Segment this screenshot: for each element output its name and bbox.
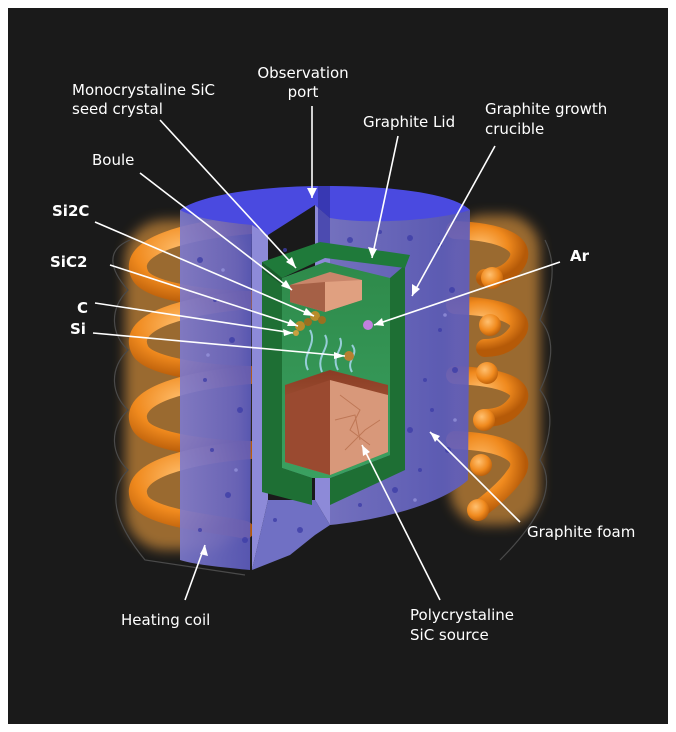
- label-graphite-foam: Graphite foam: [527, 523, 635, 541]
- label-observation-port: Observation: [257, 64, 348, 82]
- label-seed-crystal: Monocrystaline SiC: [72, 81, 215, 99]
- label-c: C: [77, 299, 88, 317]
- label-poly-source-2: SiC source: [410, 626, 489, 644]
- label-poly-source: Polycrystaline: [410, 606, 514, 624]
- label-si2c: Si2C: [52, 202, 89, 220]
- c-atom: [293, 330, 299, 336]
- label-si: Si: [70, 320, 86, 338]
- label-heating-coil: Heating coil: [121, 611, 210, 629]
- label-observation-port-2: port: [288, 83, 319, 101]
- label-ar: Ar: [570, 247, 590, 265]
- si-atom: [344, 351, 354, 361]
- label-growth-crucible-2: crucible: [485, 120, 544, 138]
- label-boule: Boule: [92, 151, 134, 169]
- label-seed-crystal-2: seed crystal: [72, 100, 163, 118]
- label-growth-crucible: Graphite growth: [485, 100, 607, 118]
- label-sic2: SiC2: [50, 253, 87, 271]
- label-graphite-lid: Graphite Lid: [363, 113, 455, 131]
- ar-atom: [363, 320, 373, 330]
